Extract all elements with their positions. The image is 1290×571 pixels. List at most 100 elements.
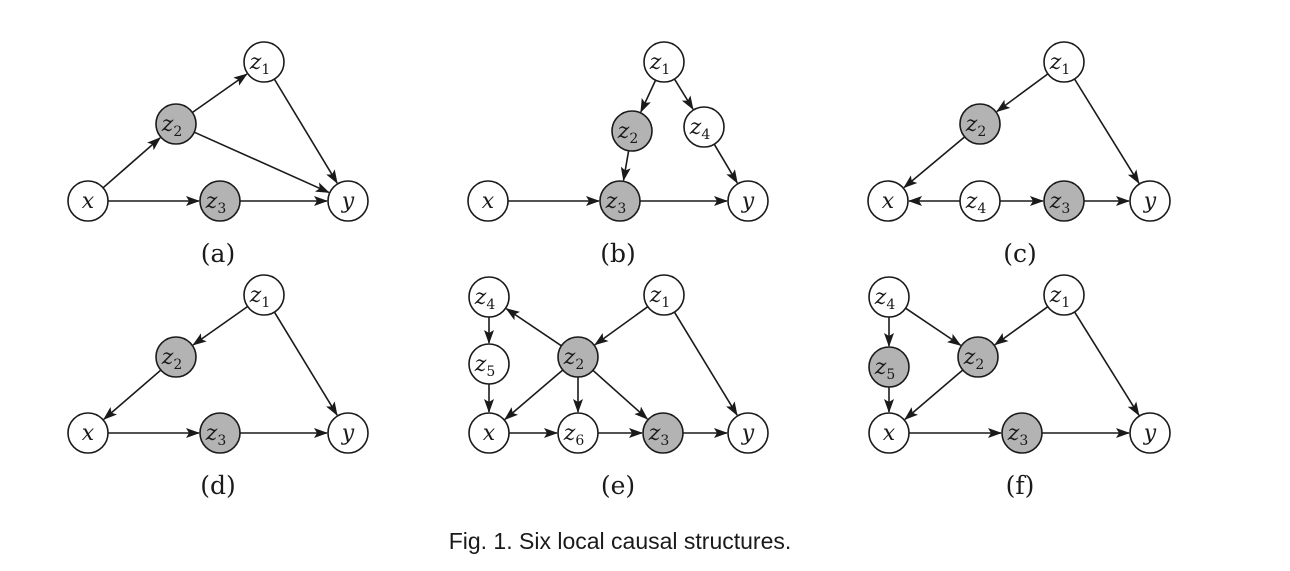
node-label-subscript: 2 bbox=[629, 131, 638, 147]
node-label-subscript: 4 bbox=[486, 297, 495, 313]
shaded-node-circle bbox=[199, 412, 241, 454]
node-z2: z2 bbox=[611, 110, 653, 152]
node-label-base: z bbox=[474, 352, 487, 377]
node-label-base: z bbox=[249, 50, 262, 75]
node-label: z3 bbox=[1007, 421, 1029, 449]
node-label: z2 bbox=[563, 345, 585, 373]
shaded-node-circle bbox=[155, 336, 197, 378]
node-label-subscript: 5 bbox=[486, 364, 495, 380]
node-z4: z4 bbox=[683, 106, 725, 148]
node-label: y bbox=[741, 189, 755, 214]
node-label-base: z bbox=[874, 285, 887, 310]
node-label-base: z bbox=[205, 421, 218, 446]
node-label: z2 bbox=[617, 119, 639, 147]
shaded-node-circle bbox=[155, 103, 197, 145]
node-circle bbox=[67, 412, 109, 454]
node-label: z2 bbox=[963, 345, 985, 373]
node-circle bbox=[243, 41, 285, 83]
node-z2: z2 bbox=[959, 103, 1001, 145]
node-label: y bbox=[341, 189, 355, 214]
edge-arrow-z2-to-z3 bbox=[620, 150, 631, 182]
node-y: y bbox=[327, 180, 369, 222]
edge-arrow-z1-to-z2 bbox=[996, 73, 1049, 113]
node-label-base: z bbox=[563, 421, 576, 446]
shaded-node-circle bbox=[1043, 180, 1085, 222]
edges-group bbox=[484, 306, 738, 438]
node-label-base: z bbox=[474, 285, 487, 310]
edge-arrow-z1-to-y bbox=[1073, 78, 1140, 184]
node-label-base: z bbox=[161, 345, 174, 370]
node-y: y bbox=[727, 180, 769, 222]
node-label: z2 bbox=[161, 345, 183, 373]
node-circle bbox=[327, 412, 369, 454]
node-z3: z3 bbox=[1001, 412, 1043, 454]
panel-label: (b) bbox=[600, 239, 636, 268]
node-z4: z4 bbox=[468, 276, 510, 318]
node-circle bbox=[467, 180, 509, 222]
node-label-subscript: 2 bbox=[977, 124, 986, 140]
node-label-subscript: 5 bbox=[886, 367, 895, 383]
node-z6: z6 bbox=[557, 412, 599, 454]
node-y: y bbox=[727, 412, 769, 454]
node-label: z1 bbox=[1049, 283, 1071, 311]
shaded-node-circle bbox=[599, 180, 641, 222]
node-label-base: z bbox=[965, 112, 978, 137]
edges-group bbox=[103, 305, 338, 438]
node-circle bbox=[867, 180, 909, 222]
node-z4: z4 bbox=[959, 180, 1001, 222]
node-z3: z3 bbox=[642, 412, 684, 454]
node-z2: z2 bbox=[557, 336, 599, 378]
node-label-subscript: 1 bbox=[261, 62, 270, 78]
edge-arrow-z1-to-z2 bbox=[994, 306, 1049, 346]
node-circle bbox=[243, 274, 285, 316]
node-circle bbox=[727, 412, 769, 454]
node-label: z1 bbox=[1049, 50, 1071, 78]
node-label-base: z bbox=[649, 50, 662, 75]
node-label: z1 bbox=[649, 50, 671, 78]
node-circle bbox=[643, 274, 685, 316]
node-label: x bbox=[883, 421, 896, 446]
edge-arrow-z4-to-y bbox=[713, 143, 738, 184]
node-label-base: x bbox=[82, 421, 95, 446]
node-label-base: x bbox=[82, 189, 95, 214]
node-x: x bbox=[468, 412, 510, 454]
node-label: y bbox=[341, 421, 355, 446]
node-x: x bbox=[67, 180, 109, 222]
node-label: z3 bbox=[205, 189, 227, 217]
node-x: x bbox=[467, 180, 509, 222]
edge-arrow-z2-to-z3 bbox=[592, 369, 649, 420]
shaded-node-circle bbox=[557, 336, 599, 378]
edge-arrow-z4-to-z2 bbox=[905, 307, 962, 346]
node-label: x bbox=[483, 421, 496, 446]
node-z5: z5 bbox=[468, 343, 510, 385]
node-label: x bbox=[82, 189, 95, 214]
node-label-base: y bbox=[1143, 189, 1157, 214]
panel-label: (d) bbox=[200, 471, 236, 500]
node-circle bbox=[1129, 180, 1171, 222]
edge-arrow-z2-to-z4 bbox=[505, 308, 562, 347]
panel-label: (f) bbox=[1006, 471, 1035, 500]
node-label: z1 bbox=[249, 283, 271, 311]
node-circle bbox=[468, 412, 510, 454]
node-label-base: z bbox=[1049, 189, 1062, 214]
node-circle bbox=[468, 276, 510, 318]
node-circle bbox=[1043, 41, 1085, 83]
node-label-base: x bbox=[483, 421, 496, 446]
node-z2: z2 bbox=[155, 103, 197, 145]
node-label: z5 bbox=[874, 355, 896, 383]
node-z5: z5 bbox=[868, 346, 910, 388]
node-label-base: z bbox=[161, 112, 174, 137]
node-z1: z1 bbox=[1043, 41, 1085, 83]
shaded-node-circle bbox=[868, 346, 910, 388]
node-label-base: z bbox=[617, 119, 630, 144]
node-z3: z3 bbox=[199, 180, 241, 222]
node-circle bbox=[868, 412, 910, 454]
node-label: z3 bbox=[205, 421, 227, 449]
node-z3: z3 bbox=[599, 180, 641, 222]
edges-group bbox=[102, 73, 338, 206]
node-z1: z1 bbox=[243, 274, 285, 316]
node-z3: z3 bbox=[199, 412, 241, 454]
node-label-base: x bbox=[482, 189, 495, 214]
